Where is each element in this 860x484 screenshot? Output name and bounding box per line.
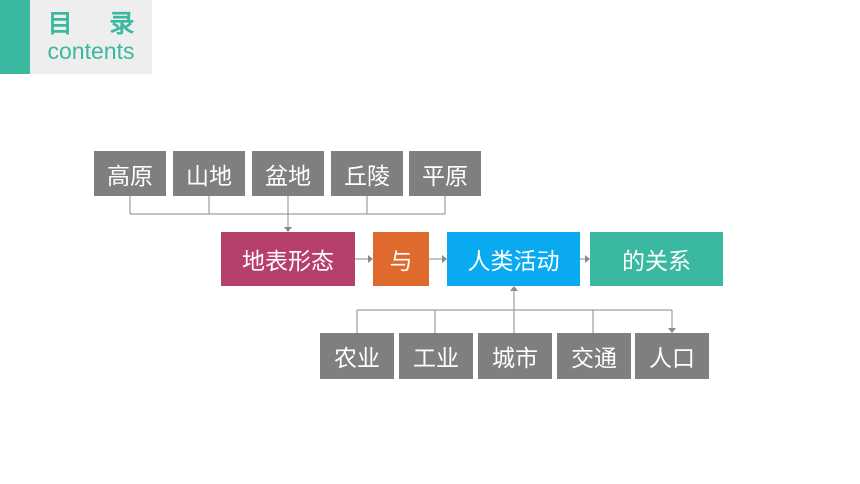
landform-main-box: 地表形态 <box>221 232 355 286</box>
activity-industry-box: 工业 <box>399 333 473 379</box>
arrowhead-top-down <box>284 227 292 232</box>
arrowhead-main-3 <box>585 255 590 263</box>
page-title: 目 录 <box>47 9 149 38</box>
landform-hills-box: 丘陵 <box>331 151 403 196</box>
page-subtitle: contents <box>47 38 135 64</box>
conjunction-box: 与 <box>373 232 429 286</box>
relation-box: 的关系 <box>590 232 723 286</box>
landform-plain-box: 平原 <box>409 151 481 196</box>
header-panel: 目 录 contents <box>30 0 152 74</box>
header-accent-bar <box>0 0 30 74</box>
activity-agriculture-box: 农业 <box>320 333 394 379</box>
landform-plateau-box: 高原 <box>94 151 166 196</box>
arrowhead-main-1 <box>368 255 373 263</box>
arrowhead-bottom-5 <box>668 328 676 333</box>
activity-transport-box: 交通 <box>557 333 631 379</box>
arrowhead-bottom-up <box>510 286 518 291</box>
landform-mountain-box: 山地 <box>173 151 245 196</box>
landform-basin-box: 盆地 <box>252 151 324 196</box>
arrowhead-main-2 <box>442 255 447 263</box>
activity-city-box: 城市 <box>478 333 552 379</box>
human-activity-box: 人类活动 <box>447 232 580 286</box>
activity-population-box: 人口 <box>635 333 709 379</box>
